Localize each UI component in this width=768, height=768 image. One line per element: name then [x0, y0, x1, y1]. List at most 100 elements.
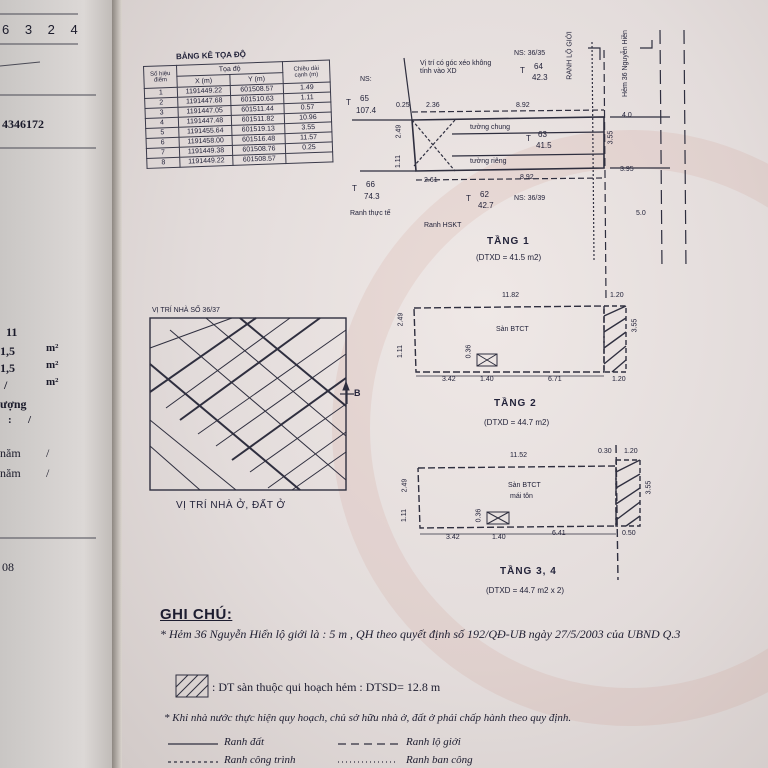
hatch-legend-box: [175, 674, 209, 698]
left-value: năm: [0, 466, 21, 480]
lot-prefix: T: [466, 194, 471, 203]
lot-prefix: T: [352, 184, 357, 193]
lot-prefix: T: [520, 66, 525, 75]
floor-1-plan: [352, 29, 687, 301]
dimension: 6.71: [548, 376, 562, 383]
floor-34-title: TẦNG 3, 4: [500, 566, 557, 577]
left-value: :: [8, 414, 12, 426]
north-marker: B: [354, 388, 361, 398]
left-value: ượng: [0, 397, 27, 411]
ns-label: NS:: [360, 76, 372, 83]
left-unit: m²: [46, 359, 59, 371]
dimension: 0.50: [622, 530, 636, 537]
coord-col-length: Chiều dài cạnh (m): [282, 59, 331, 84]
notes-section: GHI CHÚ: * Hẻm 36 Nguyễn Hiển lộ giới là…: [160, 606, 720, 642]
note-line-1: * Hẻm 36 Nguyễn Hiển lộ giới là : 5 m , …: [160, 627, 681, 641]
corner-note: Vị trí có góc xéo không tính vào XD: [420, 60, 492, 75]
dimension: 2.49: [401, 478, 409, 493]
dimension: 2.36: [426, 102, 440, 109]
left-value: /: [46, 446, 50, 460]
location-map-title: VỊ TRÍ NHÀ SỐ 36/37: [152, 307, 220, 314]
left-unit: m²: [46, 342, 59, 354]
dimension: 1.40: [480, 376, 494, 383]
room-label: Sàn BTCT: [496, 326, 529, 333]
road-boundary-label: RANH LỘ GIỚI: [566, 31, 574, 80]
dimension: 5.0: [636, 210, 646, 217]
lot-prefix: T: [526, 134, 531, 143]
dimension: 11.82: [502, 292, 519, 299]
dimension: 3.42: [446, 534, 460, 541]
boundary-label: Ranh thực tế: [350, 210, 391, 217]
dimension: 8.92: [520, 174, 534, 181]
ns-label: NS: 36/39: [514, 195, 546, 202]
location-map-caption: VỊ TRÍ NHÀ Ở, ĐẤT Ở: [176, 500, 286, 511]
left-value: /: [4, 378, 8, 392]
floor-2-plan: [413, 305, 627, 377]
alley-label: Hẻm 36 Nguyễn Hiền: [621, 30, 629, 97]
boundary-label: Ranh HSKT: [424, 222, 462, 229]
note-line-3: * Khi nhà nước thực hiện quy hoạch, chủ …: [164, 712, 572, 724]
dimension: 6.41: [552, 530, 566, 537]
lot-number: 62: [480, 190, 489, 199]
lot-number: 64: [534, 62, 543, 71]
coord-col-point: Số hiệu điểm: [143, 65, 178, 89]
left-value: /: [46, 466, 50, 480]
note-line-2: : DT sàn thuộc qui hoạch hẻm : DTSD= 12.…: [212, 680, 441, 694]
left-value: 11: [6, 325, 18, 339]
floor-34-plan: [417, 444, 641, 581]
dimension: 8.92: [516, 102, 530, 109]
location-map: [149, 317, 354, 491]
ns-label: NS: 36/35: [514, 50, 546, 57]
lot-number: 66: [366, 180, 375, 189]
lot-prefix: T: [346, 98, 351, 107]
left-unit: m²: [46, 376, 59, 388]
dimension: 1.11: [395, 154, 403, 169]
wall-label: tường chung: [470, 124, 511, 131]
left-value: năm: [0, 446, 21, 460]
floor-1-title: TẦNG 1: [487, 236, 530, 247]
floor-34-area: (DTXD = 44.7 m2 x 2): [486, 586, 565, 595]
dimension: 1.20: [612, 376, 626, 383]
left-value: /: [28, 414, 32, 426]
wall-label: tường riêng: [470, 158, 507, 165]
legend-road-boundary: Ranh lộ giới: [406, 736, 461, 748]
dimension: 0.30: [598, 448, 612, 455]
coord-table: Số hiệu điểm Tọa độ Chiều dài cạnh (m) X…: [143, 59, 333, 169]
dimension: 3.95: [620, 166, 634, 173]
lot-area: 42.7: [478, 201, 494, 210]
room-label: mái tôn: [510, 493, 533, 500]
dimension: 0.36: [475, 508, 483, 523]
dimension: 2.49: [397, 312, 405, 327]
legend-lines: [168, 743, 398, 763]
left-value: 1,5: [0, 344, 15, 358]
legend-land-boundary: Ranh đất: [224, 736, 265, 748]
dimension: 4.0: [622, 112, 632, 119]
lot-number: 65: [360, 94, 369, 103]
floor-1-area: (DTXD = 41.5 m2): [476, 253, 542, 262]
dimension: 2.49: [395, 124, 403, 139]
dimension: 2.61: [424, 177, 438, 184]
header-digits: 6 3 2 4: [2, 22, 84, 37]
left-value: 1,5: [0, 361, 15, 375]
legend-building-boundary: Ranh công trình: [224, 754, 296, 766]
dimension: 3.55: [645, 480, 653, 495]
dimension: 11.52: [510, 452, 527, 459]
dimension: 1.20: [624, 448, 638, 455]
floor-2-title: TẦNG 2: [494, 398, 537, 409]
dimension: 0.36: [465, 344, 473, 359]
dimension: 1.11: [401, 508, 409, 523]
lot-area: 42.3: [532, 73, 548, 82]
lot-area: 107.4: [356, 106, 377, 115]
dimension: 3.55: [607, 130, 615, 145]
dimension: 1.11: [397, 344, 405, 359]
dimension: 1.40: [492, 534, 506, 541]
dimension: 3.55: [631, 318, 639, 333]
dimension: 0.25: [396, 102, 410, 109]
notes-title: GHI CHÚ:: [160, 606, 233, 623]
dimension: 3.42: [442, 376, 456, 383]
lot-area: 41.5: [536, 141, 552, 150]
left-value: 08: [2, 560, 14, 574]
lot-number: 63: [538, 130, 547, 139]
